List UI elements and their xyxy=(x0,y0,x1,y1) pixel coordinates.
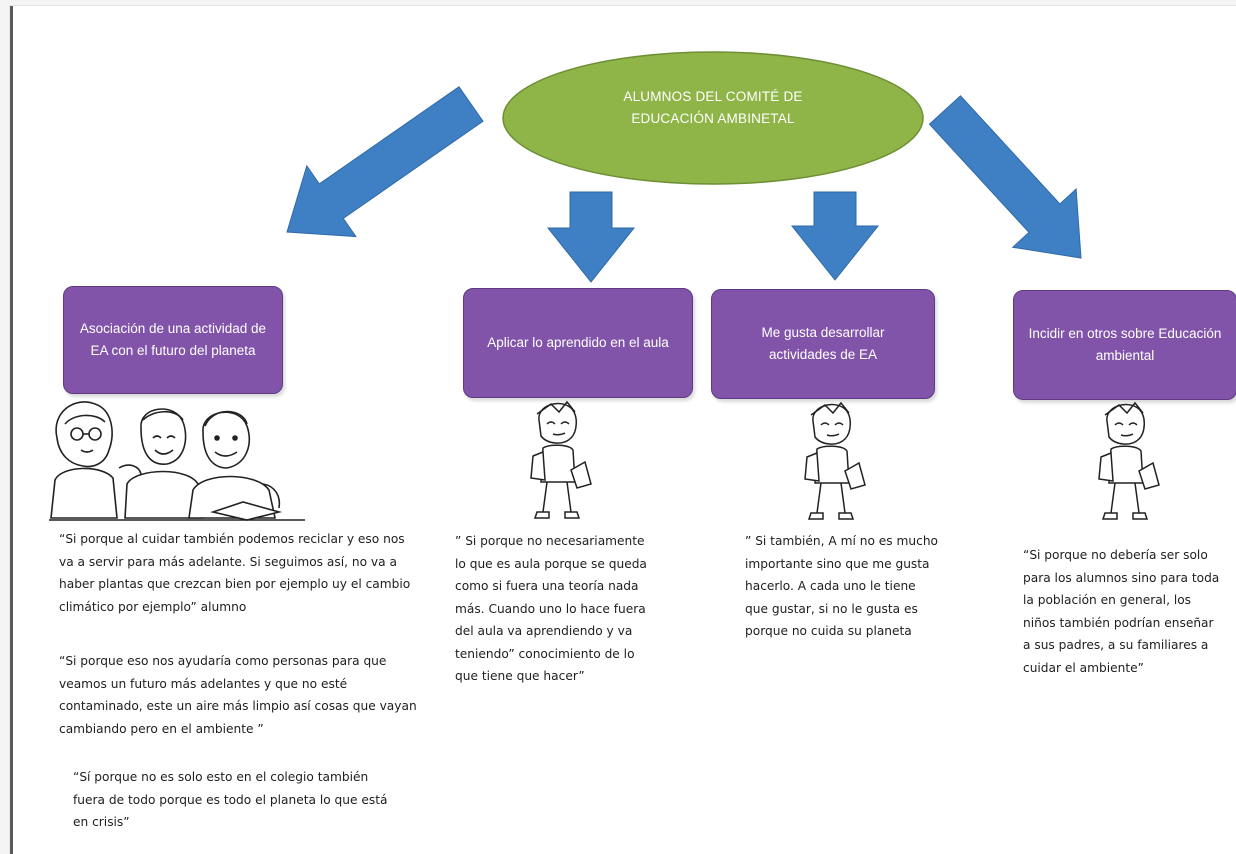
quote-col1-3: “Sí porque no es solo esto en el colegio… xyxy=(73,770,388,829)
quote-col2: ” Si porque no necesariamente lo que es … xyxy=(455,534,647,683)
category-box-future-planet: Asociación de una actividad de EA con el… xyxy=(63,286,283,394)
center-node-title: ALUMNOS DEL COMITÉ DE EDUCACIÓN AMBINETA… xyxy=(573,86,853,130)
category-box-apply-learning: Aplicar lo aprendido en el aula xyxy=(463,288,693,398)
boy-illustration xyxy=(530,400,592,519)
center-node-line1: ALUMNOS DEL COMITÉ DE xyxy=(623,89,803,104)
category-box-like-activities: Me gusta desarrollar actividades de EA xyxy=(711,289,935,399)
boy-illustration xyxy=(804,401,866,520)
quote-col4: “Si porque no debería ser solo para los … xyxy=(1023,548,1220,675)
category-label: Asociación de una actividad de EA con el… xyxy=(79,321,267,358)
document-page: ALUMNOS DEL COMITÉ DE EDUCACIÓN AMBINETA… xyxy=(10,6,1236,854)
category-label: Incidir en otros sobre Educación ambient… xyxy=(1028,326,1222,363)
children-reading-illustration xyxy=(49,401,305,521)
category-label: Me gusta desarrollar actividades de EA xyxy=(761,325,885,362)
arrows-group xyxy=(286,86,1082,283)
arrow-to-future-planet xyxy=(286,86,484,238)
category-box-influence-others: Incidir en otros sobre Educación ambient… xyxy=(1013,290,1236,400)
quote-col3: ” Si también, A mí no es mucho important… xyxy=(745,534,938,638)
arrow-to-influence-others xyxy=(928,95,1082,259)
center-node-line2: EDUCACIÓN AMBINETAL xyxy=(631,111,795,126)
diagram-canvas xyxy=(286,51,1082,283)
category-label: Aplicar lo aprendido en el aula xyxy=(487,335,669,350)
quote-col1-2: “Si porque eso nos ayudaría como persona… xyxy=(59,654,417,736)
quote-col1-1: “Si porque al cuidar también podemos rec… xyxy=(59,532,411,614)
boy-illustration xyxy=(1098,401,1160,520)
center-ellipse xyxy=(502,51,924,185)
arrow-to-like-activities xyxy=(790,191,880,281)
arrow-to-apply-learning xyxy=(546,191,636,283)
